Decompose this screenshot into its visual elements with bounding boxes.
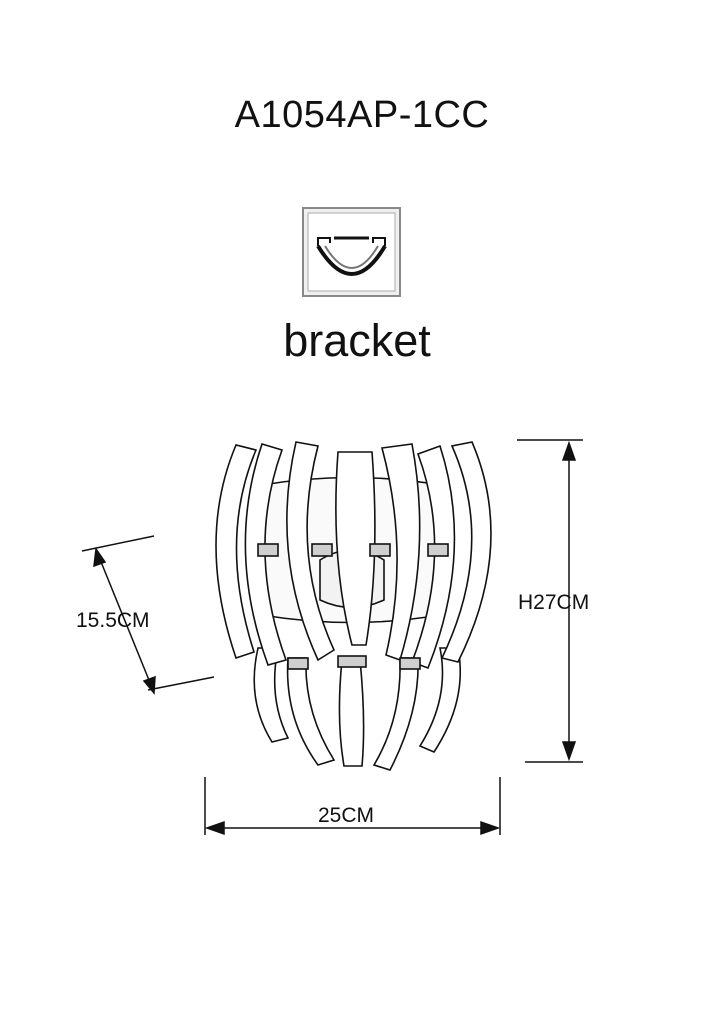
- height-dimension: [517, 439, 583, 763]
- model-title: A1054AP-1CC: [234, 94, 490, 136]
- depth-dimension: [81, 535, 215, 695]
- height-label: H27CM: [518, 591, 590, 614]
- width-label: 25CM: [318, 804, 375, 827]
- lamp-drawing: [215, 441, 492, 771]
- width-dimension: [204, 777, 501, 836]
- mount-type-label: bracket: [283, 315, 431, 366]
- depth-label: 15.5CM: [76, 609, 150, 632]
- bracket-mount-icon: [302, 207, 401, 297]
